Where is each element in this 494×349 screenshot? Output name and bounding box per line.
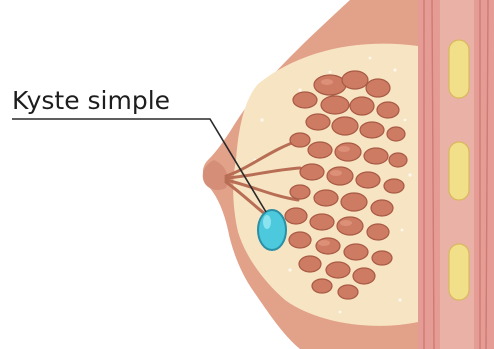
rib-middle (449, 142, 469, 200)
cyst-label: Kyste simple (12, 86, 170, 115)
cyst-icon (258, 210, 286, 250)
cyst-highlight (263, 215, 271, 229)
cyst-body (258, 210, 286, 250)
rib-upper (449, 40, 469, 98)
ribs (449, 40, 469, 300)
rib-lower (449, 244, 469, 300)
